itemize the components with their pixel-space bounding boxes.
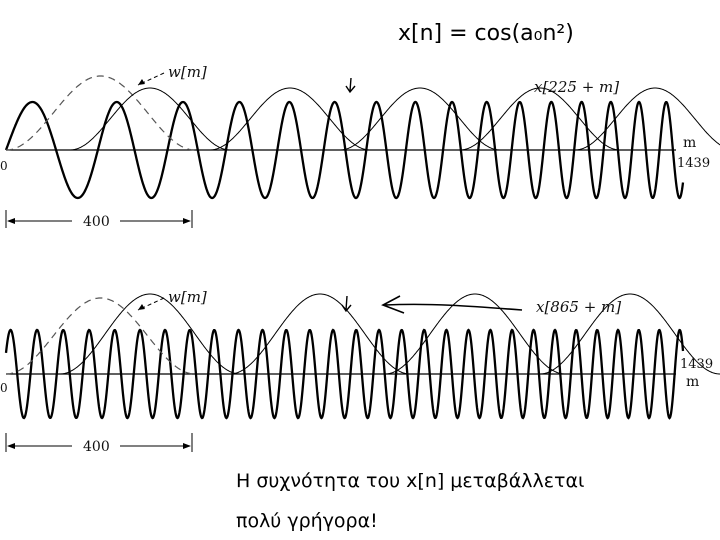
panel-2-axis-var-label: m — [686, 374, 699, 390]
panel-2-window-length-marker: 400 — [5, 433, 193, 455]
panel-2-handwritten-arrow-down — [341, 295, 352, 313]
panel-2-window-arrowhead — [138, 304, 145, 310]
panel-1-chirp-signal — [4, 100, 685, 200]
panel-1-signal-label: x[225 + m] — [534, 78, 619, 96]
panel-2-chirp-signal — [4, 328, 685, 420]
panel-1-handwritten-arrow — [345, 77, 356, 94]
panel-1-window-length-label: 400 — [83, 214, 110, 230]
panel-1-shifted-signal-curve — [70, 87, 720, 151]
panel-2-window-length-label: 400 — [83, 439, 110, 455]
panel-2-origin-label: 0 — [0, 381, 8, 395]
panel-1-axis-end-label: 1439 — [677, 156, 710, 171]
panel-1-axis-var-label: m — [683, 135, 696, 151]
panel-2-window-label: w[m] — [168, 288, 207, 306]
panel-2-shifted-signal-curve — [60, 293, 720, 375]
panel-2: 0 m 1439 w[m] x[865 + m] 400 — [0, 288, 720, 455]
panel-1-window-arrowhead — [138, 79, 145, 85]
panel-2-window-curve — [6, 297, 195, 375]
note-line-2: πολύ γρήγορα! — [236, 510, 378, 532]
panel-1: 0 m 1439 w[m] x[225 + m] 400 — [0, 63, 720, 230]
panel-2-handwritten-arrow-left — [381, 295, 523, 314]
panel-1-origin-label: 0 — [0, 159, 8, 173]
panel-2-axis-end-label: 1439 — [680, 357, 713, 372]
panel-1-window-curve — [6, 75, 195, 151]
formula-text: x[n] = cos(a₀n²) — [398, 21, 574, 46]
panel-2-signal-label: x[865 + m] — [536, 298, 621, 316]
panel-1-window-label: w[m] — [168, 63, 207, 81]
note-line-1: Η συχνότητα του x[n] μεταβάλλεται — [236, 470, 584, 492]
panel-1-window-length-marker: 400 — [5, 210, 193, 230]
